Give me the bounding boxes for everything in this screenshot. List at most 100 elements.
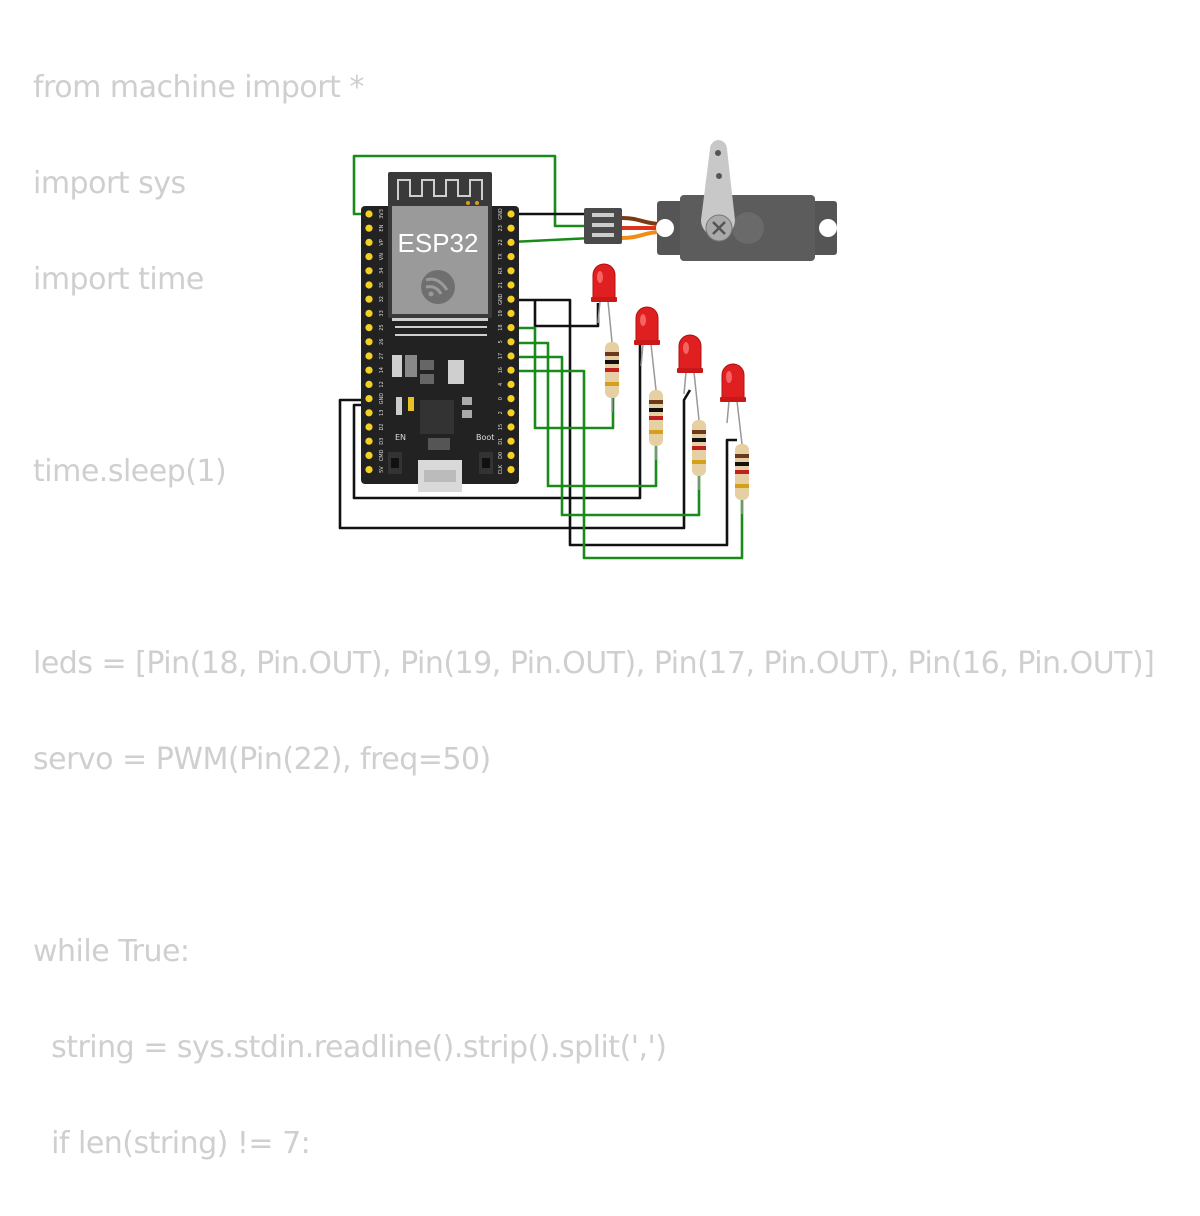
wire-green [511, 369, 744, 560]
led-with-resistor[interactable] [720, 363, 749, 514]
red-led[interactable] [678, 334, 702, 371]
wire-green [511, 326, 615, 430]
pin-pad[interactable] [507, 380, 515, 388]
pin-pad[interactable] [365, 423, 373, 431]
pin-label: D2 [379, 423, 385, 430]
pin-label: 14 [379, 367, 385, 373]
pin-pad[interactable] [507, 395, 515, 403]
code-line: while True: [33, 934, 190, 969]
pin-pad[interactable] [365, 267, 373, 275]
pin-label: 18 [498, 324, 504, 330]
pin-pad[interactable] [507, 295, 515, 303]
pin-label: 21 [498, 282, 504, 288]
boot-label: Boot [476, 433, 494, 442]
screw-icon [712, 221, 726, 235]
wire-black [533, 300, 600, 328]
pin-pad[interactable] [365, 395, 373, 403]
pin-pad[interactable] [507, 210, 515, 218]
code-line: from machine import * [33, 70, 364, 105]
pin-label: 33 [379, 310, 385, 316]
pin-label: 0 [498, 397, 504, 400]
pin-pad[interactable] [365, 309, 373, 317]
pin-label: CLK [498, 464, 504, 474]
esp32-board[interactable]: ESP32 EN Boot [361, 172, 519, 492]
pin-pad[interactable] [365, 224, 373, 232]
pin-pad[interactable] [365, 281, 373, 289]
wire-black [511, 298, 737, 547]
pin-pad[interactable] [507, 409, 515, 417]
usb-chip [420, 400, 454, 434]
pin-label: D1 [498, 438, 504, 445]
red-led[interactable] [592, 263, 616, 300]
pin-pad[interactable] [507, 338, 515, 346]
pin-label: GND [498, 293, 504, 305]
pin-label: GND [498, 208, 504, 220]
red-led[interactable] [635, 306, 659, 343]
code-line: import time [33, 262, 204, 297]
pin-pad[interactable] [507, 423, 515, 431]
code-line: string = sys.stdin.readline().strip().sp… [33, 1030, 667, 1065]
pin-pad[interactable] [365, 324, 373, 332]
module-label: ESP32 [398, 228, 479, 258]
pin-pad[interactable] [365, 210, 373, 218]
pin-label: 26 [379, 339, 385, 345]
pin-pad[interactable] [507, 437, 515, 445]
pin-label: 12 [379, 381, 385, 387]
pin-pad[interactable] [365, 253, 373, 261]
pin-pad[interactable] [365, 338, 373, 346]
pin-label: D3 [379, 438, 385, 445]
red-led[interactable] [721, 363, 745, 400]
pin-pad[interactable] [507, 238, 515, 246]
pin-label: D0 [498, 452, 504, 459]
led-with-resistor[interactable] [677, 334, 706, 490]
pin-pad[interactable] [507, 253, 515, 261]
pin-pad[interactable] [365, 409, 373, 417]
code-line: if len(string) != 7: [33, 1126, 311, 1161]
pin-pad[interactable] [365, 437, 373, 445]
left-pin-header: 3V3ENVPVN343532332526271412GND13D2D3CMD5… [365, 209, 385, 474]
pin-pad[interactable] [507, 466, 515, 474]
pin-pad[interactable] [507, 324, 515, 332]
pin-pad[interactable] [507, 309, 515, 317]
pin-pad[interactable] [507, 366, 515, 374]
code-line: servo = PWM(Pin(22), freq=50) [33, 742, 491, 777]
pin-pad[interactable] [507, 451, 515, 459]
pin-label: 5 [498, 340, 504, 343]
pin-label: 34 [379, 268, 385, 274]
servo-horn [701, 140, 735, 237]
pin-pad[interactable] [365, 466, 373, 474]
pin-label: 19 [498, 310, 504, 316]
smd-led [396, 397, 402, 415]
pin-label: TX [498, 253, 504, 261]
pin-label: RX [498, 267, 504, 274]
pin-pad[interactable] [365, 238, 373, 246]
wire-green [352, 154, 592, 228]
pin-label: 5V [379, 466, 385, 473]
pin-label: CMD [379, 449, 385, 461]
led-with-resistor[interactable] [591, 263, 619, 412]
pin-label: 32 [379, 296, 385, 302]
pin-label: 13 [379, 410, 385, 416]
code-line: time.sleep(1) [33, 454, 227, 489]
led-with-resistor[interactable] [634, 306, 663, 460]
pin-label: 16 [498, 367, 504, 373]
wire-black [338, 389, 692, 530]
pin-pad[interactable] [507, 224, 515, 232]
pin-pad[interactable] [507, 352, 515, 360]
pin-label: 4 [498, 383, 504, 386]
pin-pad[interactable] [365, 352, 373, 360]
code-line [33, 832, 1154, 880]
pin-label: VP [379, 239, 385, 245]
wire-green [510, 236, 593, 244]
wire-green [511, 355, 701, 517]
pin-pad[interactable] [365, 380, 373, 388]
servo-motor[interactable] [584, 140, 837, 261]
pin-label: 2 [498, 411, 504, 414]
pin-pad[interactable] [365, 295, 373, 303]
pin-pad[interactable] [507, 267, 515, 275]
pin-pad[interactable] [507, 281, 515, 289]
antenna-icon [397, 179, 483, 200]
pin-pad[interactable] [365, 366, 373, 374]
pin-pad[interactable] [365, 451, 373, 459]
